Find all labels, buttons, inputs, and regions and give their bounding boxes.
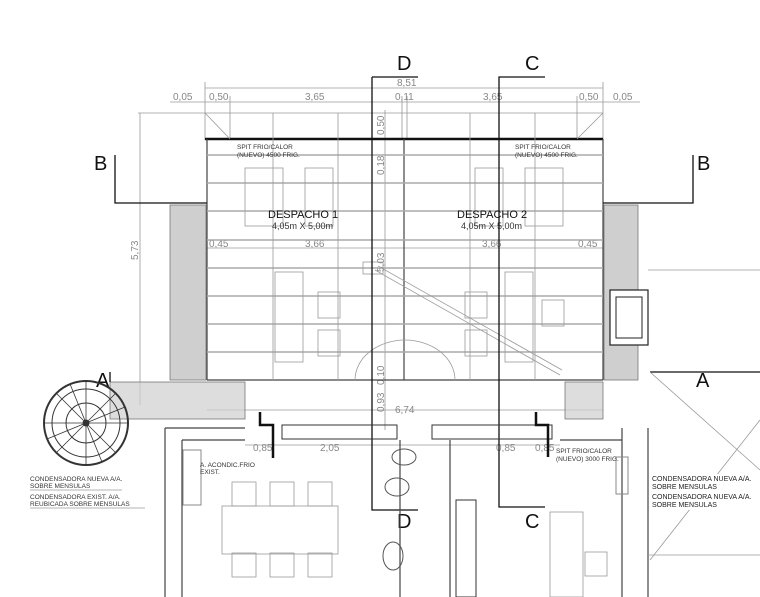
section-mark-b-left: B xyxy=(94,153,107,175)
dim-lower-3: 0,85 xyxy=(535,443,555,454)
condenser-new-right-2-line2: SOBRE MENSULAS xyxy=(652,502,717,509)
dim-inner-3: 0,45 xyxy=(578,239,598,250)
condenser-exist-left-line2: REUBICADA SOBRE MENSULAS xyxy=(30,501,130,508)
split-right-line1: SPIT FRIO/CALOR xyxy=(515,144,571,151)
dim-inner-0: 0,45 xyxy=(209,239,229,250)
dim-top-0: 0,05 xyxy=(173,92,193,103)
condenser-new-left-line1: CONDENSADORA NUEVA A/A. xyxy=(30,476,123,483)
dim-inner-2: 3,66 xyxy=(482,239,502,250)
left-balcony xyxy=(109,381,246,420)
dim-top-2: 3,65 xyxy=(305,92,325,103)
section-mark-b-right: B xyxy=(697,153,710,175)
dim-top-1: 0,50 xyxy=(209,92,229,103)
dim-top-3: 0,11 xyxy=(395,92,414,103)
split-left-line1: SPIT FRIO/CALOR xyxy=(237,144,293,151)
dim-vert-1: 0,18 xyxy=(376,155,387,175)
room-1-size: 4,05m X 5,00m xyxy=(272,221,333,231)
left-terrace xyxy=(169,204,207,381)
condenser-new-right-2-line1: CONDENSADORA NUEVA A/A. xyxy=(652,494,752,501)
dim-total-width: 8,51 xyxy=(397,78,417,89)
dim-inner-1: 3,66 xyxy=(305,239,325,250)
section-mark-d-bottom: D xyxy=(397,511,411,533)
dim-top-4: 3,65 xyxy=(483,92,503,103)
condenser-exist-left-line1: CONDENSADORA EXIST. A/A. xyxy=(30,494,121,501)
dim-vert-5: 5,73 xyxy=(130,240,141,260)
spiral-stair xyxy=(43,380,129,466)
split-right-line2: (NUEVO) 4500 FRIG. xyxy=(515,152,578,159)
dim-lower-2: 0,85 xyxy=(496,443,516,454)
dim-top-6: 0,05 xyxy=(613,92,633,103)
section-mark-a-right: A xyxy=(696,370,710,392)
dim-vert-4: 0,93 xyxy=(376,392,387,412)
condenser-new-right-1-line1: CONDENSADORA NUEVA A/A. xyxy=(652,476,752,483)
section-mark-c-top: C xyxy=(525,53,539,75)
dim-lower-0: 0,85 xyxy=(253,443,273,454)
dim-bottom-width: 6,74 xyxy=(395,405,415,416)
section-mark-c-bottom: C xyxy=(525,511,539,533)
room-2-size: 4,05m X 5,00m xyxy=(461,221,522,231)
section-mark-a-left: A xyxy=(96,370,110,392)
lower-rooms xyxy=(164,269,760,597)
dim-lower-1: 2,05 xyxy=(320,443,340,454)
offices-block xyxy=(204,112,649,381)
split-left-line2: (NUEVO) 4500 FRIG. xyxy=(237,152,300,159)
dim-vert-3: 0,10 xyxy=(376,365,387,385)
dim-vert-0: 0,50 xyxy=(376,115,387,135)
split-lower-line1: SPIT FRIO/CALOR xyxy=(556,448,612,455)
condenser-new-right-1-line2: SOBRE MENSULAS xyxy=(652,484,717,491)
room-1-name: DESPACHO 1 xyxy=(268,209,338,221)
room-2-name: DESPACHO 2 xyxy=(457,209,527,221)
split-lower-line2: (NUEVO) 3000 FRIG. xyxy=(556,456,619,463)
ac-existing-line2: EXIST. xyxy=(200,469,220,476)
ac-existing-line1: A. ACONDIC.FRIO xyxy=(200,462,255,469)
right-notes-backdrop xyxy=(651,474,759,510)
section-lines xyxy=(109,76,760,511)
right-balcony xyxy=(564,381,604,420)
dim-top-5: 0,50 xyxy=(579,92,599,103)
condenser-new-left-line2: SOBRE MENSULAS xyxy=(30,483,91,490)
section-mark-d-top: D xyxy=(397,53,411,75)
